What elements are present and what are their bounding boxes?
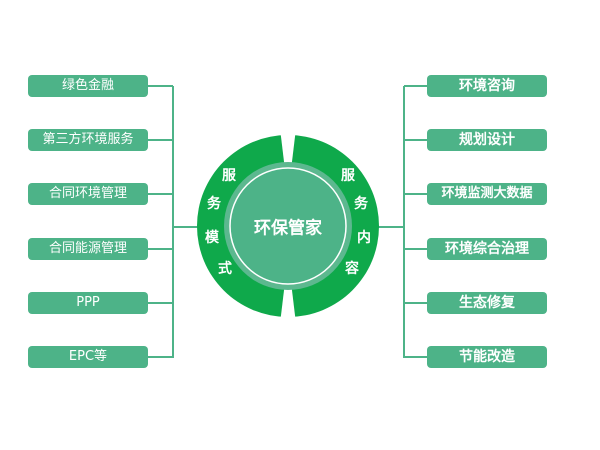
- ring-right-char: 容: [345, 261, 359, 277]
- ring-left-char: 式: [218, 261, 232, 277]
- ring-gap-top: [279, 120, 297, 170]
- right-item: 生态修复: [427, 292, 547, 314]
- ring-left-char: 模: [205, 230, 219, 246]
- left-item: PPP: [28, 292, 148, 314]
- right-item: 节能改造: [427, 346, 547, 368]
- ring-left-char: 务: [207, 196, 221, 212]
- left-item: EPC等: [28, 346, 148, 368]
- right-item: 规划设计: [427, 129, 547, 151]
- ring-right-char: 服: [341, 168, 355, 184]
- center-title: 环保管家: [254, 218, 322, 239]
- left-item: 绿色金融: [28, 75, 148, 97]
- ring-right-char: 内: [357, 230, 371, 246]
- left-item: 合同环境管理: [28, 183, 148, 205]
- left-item: 第三方环境服务: [28, 129, 148, 151]
- ring-gap-bottom: [279, 282, 297, 332]
- ring-right-char: 务: [354, 196, 368, 212]
- left-item: 合同能源管理: [28, 238, 148, 260]
- inner-circle: [229, 167, 347, 285]
- right-item: 环境综合治理: [427, 238, 547, 260]
- right-item: 环境咨询: [427, 75, 547, 97]
- ring-left-char: 服: [222, 168, 236, 184]
- right-item: 环境监测大数据: [427, 183, 547, 205]
